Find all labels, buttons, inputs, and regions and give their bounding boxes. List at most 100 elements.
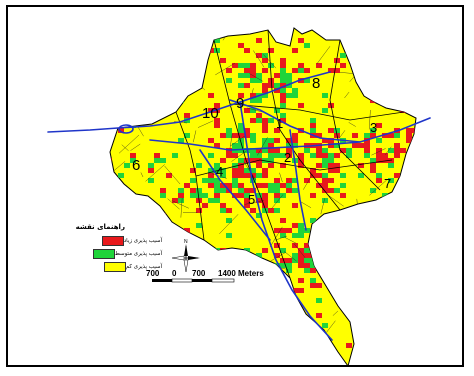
map-block — [268, 143, 274, 148]
map-block — [250, 138, 256, 143]
street-line — [293, 243, 306, 258]
map-block — [232, 63, 238, 68]
map-block — [334, 188, 340, 193]
map-block — [154, 153, 160, 158]
map-block — [340, 173, 346, 178]
map-block — [226, 133, 232, 138]
map-block — [238, 173, 244, 178]
map-block — [124, 88, 130, 93]
map-block — [334, 143, 340, 148]
map-block — [220, 188, 226, 193]
map-block — [250, 78, 256, 83]
map-block — [208, 333, 214, 338]
map-block — [292, 223, 298, 228]
map-block — [376, 38, 382, 43]
map-block — [310, 153, 316, 158]
map-block — [376, 258, 382, 263]
street-line — [316, 46, 331, 65]
street-line — [320, 198, 325, 215]
district-label-3: 3 — [370, 120, 377, 135]
map-block — [370, 168, 376, 173]
map-block — [406, 168, 412, 173]
map-block — [214, 363, 220, 366]
map-block — [370, 188, 376, 193]
map-block — [274, 283, 280, 288]
map-block — [316, 313, 322, 318]
map-block — [208, 168, 214, 173]
street-line — [279, 172, 283, 183]
map-block — [280, 283, 286, 288]
map-block — [256, 78, 262, 83]
map-block — [334, 58, 340, 63]
map-block — [268, 163, 274, 168]
legend-item-medium: آسیب پذیری متوسط — [55, 247, 165, 260]
street-line — [197, 120, 214, 128]
map-block — [322, 108, 328, 113]
map-block — [262, 173, 268, 178]
map-block — [388, 233, 394, 238]
map-block — [352, 143, 358, 148]
map-block — [400, 103, 406, 108]
map-block — [382, 53, 388, 58]
map-block — [232, 173, 238, 178]
map-block — [232, 183, 238, 188]
street-line — [177, 45, 198, 59]
map-block — [244, 188, 250, 193]
street-line — [139, 208, 152, 217]
map-block — [226, 128, 232, 133]
map-block — [358, 338, 364, 343]
map-block — [328, 273, 334, 278]
map-block — [292, 143, 298, 148]
map-block — [406, 128, 412, 133]
street-line — [219, 214, 239, 234]
street-line — [284, 251, 297, 262]
map-block — [316, 253, 322, 258]
street-line — [300, 201, 312, 208]
map-block — [304, 43, 310, 48]
map-block — [214, 198, 220, 203]
scale-label-mid: 700 — [192, 269, 206, 278]
map-block — [112, 113, 118, 118]
map-block — [274, 148, 280, 153]
map-block — [364, 133, 370, 138]
map-block — [184, 183, 190, 188]
map-block — [196, 223, 202, 228]
map-block — [298, 288, 304, 293]
map-block — [310, 118, 316, 123]
map-block — [262, 203, 268, 208]
map-block — [148, 178, 154, 183]
map-block — [214, 193, 220, 198]
map-block — [214, 183, 220, 188]
map-block — [406, 133, 412, 138]
map-block — [268, 48, 274, 53]
map-block — [256, 163, 262, 168]
map-block — [274, 33, 280, 38]
map-block — [292, 68, 298, 73]
map-block — [304, 243, 310, 248]
legend-swatch-medium — [92, 248, 115, 259]
map-block — [298, 38, 304, 43]
street-line — [303, 174, 313, 190]
map-block — [130, 83, 136, 88]
map-block — [292, 258, 298, 263]
map-block — [154, 158, 160, 163]
map-block — [274, 138, 280, 143]
map-block — [286, 228, 292, 233]
map-block — [136, 363, 142, 366]
map-block — [376, 153, 382, 158]
map-block — [166, 173, 172, 178]
map-block — [382, 133, 388, 138]
map-block — [286, 178, 292, 183]
map-block — [304, 253, 310, 258]
map-block — [280, 83, 286, 88]
map-block — [328, 68, 334, 73]
legend-label-low: آسیب پذیری کم — [125, 263, 162, 270]
interchange-loop — [118, 124, 134, 134]
map-block — [232, 163, 238, 168]
map-block — [208, 178, 214, 183]
map-block — [280, 263, 286, 268]
map-block — [250, 318, 256, 323]
map-block — [280, 228, 286, 233]
map-block — [376, 123, 382, 128]
